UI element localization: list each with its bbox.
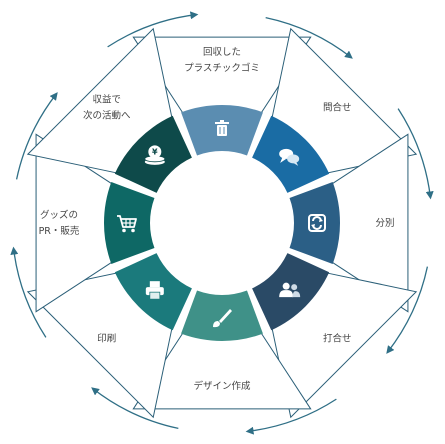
people-icon xyxy=(279,282,301,298)
step-label: PR・販売 xyxy=(39,225,80,237)
cycle-arrow xyxy=(107,11,199,48)
svg-text:¥: ¥ xyxy=(152,148,158,157)
sort-cycle-icon xyxy=(308,214,326,232)
step-label: 印刷 xyxy=(97,332,116,344)
step-label: 回収した xyxy=(203,46,241,58)
cycle-arrow xyxy=(397,108,434,200)
cycle-arrow xyxy=(265,16,353,59)
center-disc xyxy=(151,152,293,294)
step-label: 収益で xyxy=(92,94,121,106)
cycle-arrow xyxy=(91,387,179,430)
step-label: 打合せ xyxy=(323,332,352,344)
step-segment xyxy=(289,182,341,264)
cycle-arrow xyxy=(15,92,58,180)
cycle-arrow xyxy=(386,266,429,354)
step-label: デザイン作成 xyxy=(193,380,251,392)
paintbrush-icon xyxy=(213,309,232,328)
step-label: グッズの xyxy=(40,209,78,221)
step-label: 次の活動へ xyxy=(83,110,131,122)
speech-bubbles-icon xyxy=(279,148,300,166)
coins-icon: ¥ xyxy=(144,145,166,165)
cycle-arrow xyxy=(245,398,337,435)
printer-icon xyxy=(145,281,164,300)
step-label: 分別 xyxy=(375,218,394,229)
trash-can-icon xyxy=(215,120,229,136)
cycle-arrow xyxy=(10,246,47,338)
step-label: 問合せ xyxy=(323,102,352,114)
shopping-cart-icon xyxy=(117,215,137,233)
step-segment xyxy=(181,290,263,341)
step-label: プラスチックゴミ xyxy=(184,62,260,74)
